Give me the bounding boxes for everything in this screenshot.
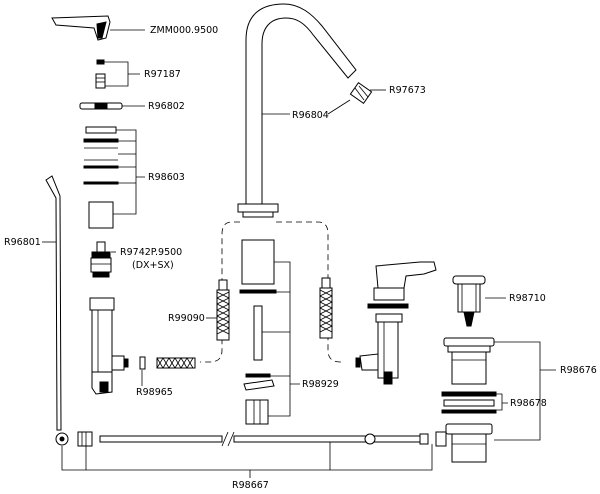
label-seal: R98678 xyxy=(510,398,547,409)
hose-right-part xyxy=(319,277,333,339)
label-waste: R98676 xyxy=(560,365,597,376)
seal-part xyxy=(441,391,497,414)
leader-lines xyxy=(42,29,556,478)
label-cartridge: R9742P.9500 xyxy=(120,247,182,258)
label-rod: R96801 xyxy=(4,237,41,248)
rod-part xyxy=(45,175,62,431)
label-body-kit: R98603 xyxy=(148,172,185,183)
hose-left-part xyxy=(216,279,230,341)
fixing-kit-part xyxy=(239,239,277,425)
connection-dashed-right xyxy=(276,221,344,363)
cartridge-part xyxy=(90,241,112,278)
label-fixing-kit: R98929 xyxy=(302,379,339,390)
aerator-part xyxy=(349,81,373,105)
screw-part xyxy=(95,59,106,89)
label-connector: R98965 xyxy=(136,387,173,398)
spout-part xyxy=(237,3,357,218)
valve-body-part xyxy=(89,297,129,395)
label-pop-up-link: R98667 xyxy=(232,480,269,491)
label-cartridge-note: (DX+SX) xyxy=(132,260,174,271)
connector-hose-part xyxy=(139,356,196,370)
waste-part xyxy=(443,337,495,385)
label-screw: R97187 xyxy=(144,69,181,80)
cap-part xyxy=(452,275,486,327)
waste-body-part xyxy=(435,423,493,463)
washer-part xyxy=(79,102,123,110)
label-washer: R96802 xyxy=(148,101,185,112)
label-cap: R98710 xyxy=(509,293,546,304)
pop-up-rod-part xyxy=(55,431,429,447)
label-aerator: R97673 xyxy=(389,85,426,96)
label-spout: R96804 xyxy=(292,110,329,121)
mixer-body-part xyxy=(355,261,437,385)
handle-part xyxy=(51,15,111,41)
label-hose: R99090 xyxy=(168,313,205,324)
label-handle: ZMM000.9500 xyxy=(150,25,218,36)
body-kit-part xyxy=(83,126,119,229)
